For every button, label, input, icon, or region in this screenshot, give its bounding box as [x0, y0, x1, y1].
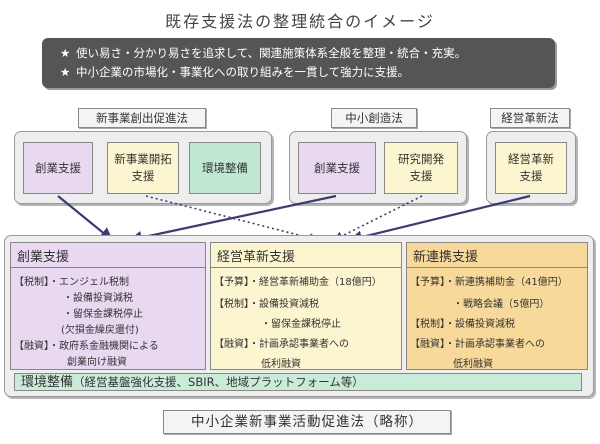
panel-line: 【融資】・政府系金融機関による: [14, 341, 159, 352]
panel-line: 【融資】・計画承認事業者への: [214, 339, 349, 350]
panel-line: ・留保金課税停止: [261, 319, 341, 330]
banner-line-1: ★使い易さ・分かり易さを追求して、関連施策体系全般を整理・統合・充実。: [60, 44, 555, 63]
law-group-sme-creation: 創業支援 研究開発 支援: [289, 131, 467, 204]
panel-line: 創業向け融資: [67, 357, 127, 368]
law-item-environment: 環境整備: [189, 142, 261, 194]
law-item-new-business-development: 新事業開拓 支援: [107, 142, 179, 194]
panel-management-innovation: 経営革新支援 【予算】・経営革新補助金（18億円） 【税制】・設備投資減税 ・留…: [210, 242, 402, 370]
panel-title: 新連携支援: [407, 243, 587, 268]
panel-line: ・戦略会議（5億円）: [453, 299, 550, 310]
panel-title: 創業支援: [11, 243, 205, 268]
star-icon: ★: [60, 46, 71, 60]
law-label-new-business: 新事業創出促進法: [78, 108, 206, 128]
law-item-startup-support: 創業支援: [23, 142, 93, 194]
law-label-sme-creation: 中小創造法: [331, 108, 417, 128]
panel-line: 【融資】・計画承認事業者への: [410, 339, 545, 350]
panel-line: 低利融資: [261, 359, 301, 370]
arrow-sme-startup-to-startup: [128, 194, 337, 244]
panel-line: 【予算】・新連携補助金（41億円）: [410, 277, 568, 288]
diagram-title: 既存支援法の整理統合のイメージ: [165, 12, 435, 31]
law-group-new-business: 創業支援 新事業開拓 支援 環境整備: [14, 131, 272, 204]
panel-line: (欠損金繰戻還付): [61, 325, 139, 336]
panel-line: 低利融資: [453, 359, 493, 370]
environment-head: 環境整備: [21, 375, 74, 390]
arrow-rd-to-innovation: [333, 195, 423, 241]
summary-banner: ★使い易さ・分かり易さを追求して、関連施策体系全般を整理・統合・充実。 ★中小企…: [42, 38, 555, 88]
panel-line: ・設備投資減税: [63, 293, 133, 304]
arrow-innovation-to-innovation: [348, 194, 531, 244]
panel-title: 経営革新支援: [211, 243, 401, 268]
law-item-startup-support: 創業支援: [298, 142, 376, 194]
law-group-management-innovation: 経営革新 支援: [486, 131, 576, 204]
new-law-name: 中小企業新事業活動促進法（略称）: [163, 410, 451, 434]
panel-startup-support: 創業支援 【税制】・エンジェル税制 ・設備投資減税 ・留保金課税停止 (欠損金繰…: [10, 242, 206, 370]
panel-line: ・留保金課税停止: [63, 309, 143, 320]
environment-detail: （経営基盤強化支援、SBIR、地域プラットフォーム等）: [73, 375, 364, 389]
panel-line: 【税制】・設備投資減税: [214, 299, 319, 310]
law-label-management-innovation: 経営革新法: [490, 108, 570, 128]
panel-line: 【税制】・エンジェル税制: [14, 277, 129, 288]
environment-bar: 環境整備（経営基盤強化支援、SBIR、地域プラットフォーム等）: [14, 373, 582, 391]
star-icon: ★: [60, 65, 71, 79]
panel-line: 【税制】・設備投資減税: [410, 319, 515, 330]
law-item-management-innovation: 経営革新 支援: [495, 142, 567, 194]
arrow-startup-to-startup: [57, 195, 114, 241]
law-item-rd-support: 研究開発 支援: [384, 142, 458, 194]
panel-new-collaboration: 新連携支援 【予算】・新連携補助金（41億円） ・戦略会議（5億円） 【税制】・…: [406, 242, 588, 370]
new-law-container: 創業支援 【税制】・エンジェル税制 ・設備投資減税 ・留保金課税停止 (欠損金繰…: [4, 235, 594, 397]
banner-line-2: ★中小企業の市場化・事業化への取り組みを一貫して強力に支援。: [60, 63, 555, 82]
panel-line: 【予算】・経営革新補助金（18億円）: [214, 277, 382, 288]
